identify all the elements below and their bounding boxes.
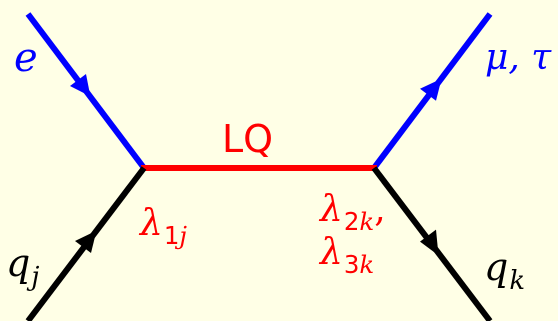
coupling-right-2-index-var: k xyxy=(359,249,375,279)
muon-tau-label: μ, τ xyxy=(485,37,552,78)
quark-in-label: qj xyxy=(6,241,39,290)
coupling-right-2-index-num: 3 xyxy=(343,249,360,279)
quark-in-symbol: q xyxy=(6,241,31,285)
muon-tau-arrow xyxy=(420,78,442,101)
coupling-right-1-index-num: 2 xyxy=(343,206,360,236)
coupling-left-label: λ1j xyxy=(140,203,187,248)
quark-in-index: j xyxy=(31,262,40,293)
quark-in-arrow xyxy=(75,230,97,253)
leptoquark-label: LQ xyxy=(222,117,274,161)
quark-out-arrow xyxy=(420,229,439,256)
coupling-left-symbol: λ xyxy=(140,203,163,244)
quark-out-label: qk xyxy=(484,245,525,294)
electron-arrow xyxy=(70,74,91,97)
coupling-right-1-index-var: k xyxy=(359,206,375,236)
coupling-right-2-symbol: λ xyxy=(320,232,343,273)
coupling-right-1-comma: , xyxy=(374,189,386,230)
coupling-left-index-var: j xyxy=(179,220,187,250)
electron-label: e xyxy=(14,35,38,81)
coupling-right-label-1: λ2k, xyxy=(320,189,386,234)
coupling-right-label-2: λ3k xyxy=(320,232,374,277)
coupling-right-1-symbol: λ xyxy=(320,189,343,230)
quark-out-index: k xyxy=(509,266,525,297)
quark-out-symbol: q xyxy=(484,245,509,289)
coupling-left-index-num: 1 xyxy=(163,220,180,250)
